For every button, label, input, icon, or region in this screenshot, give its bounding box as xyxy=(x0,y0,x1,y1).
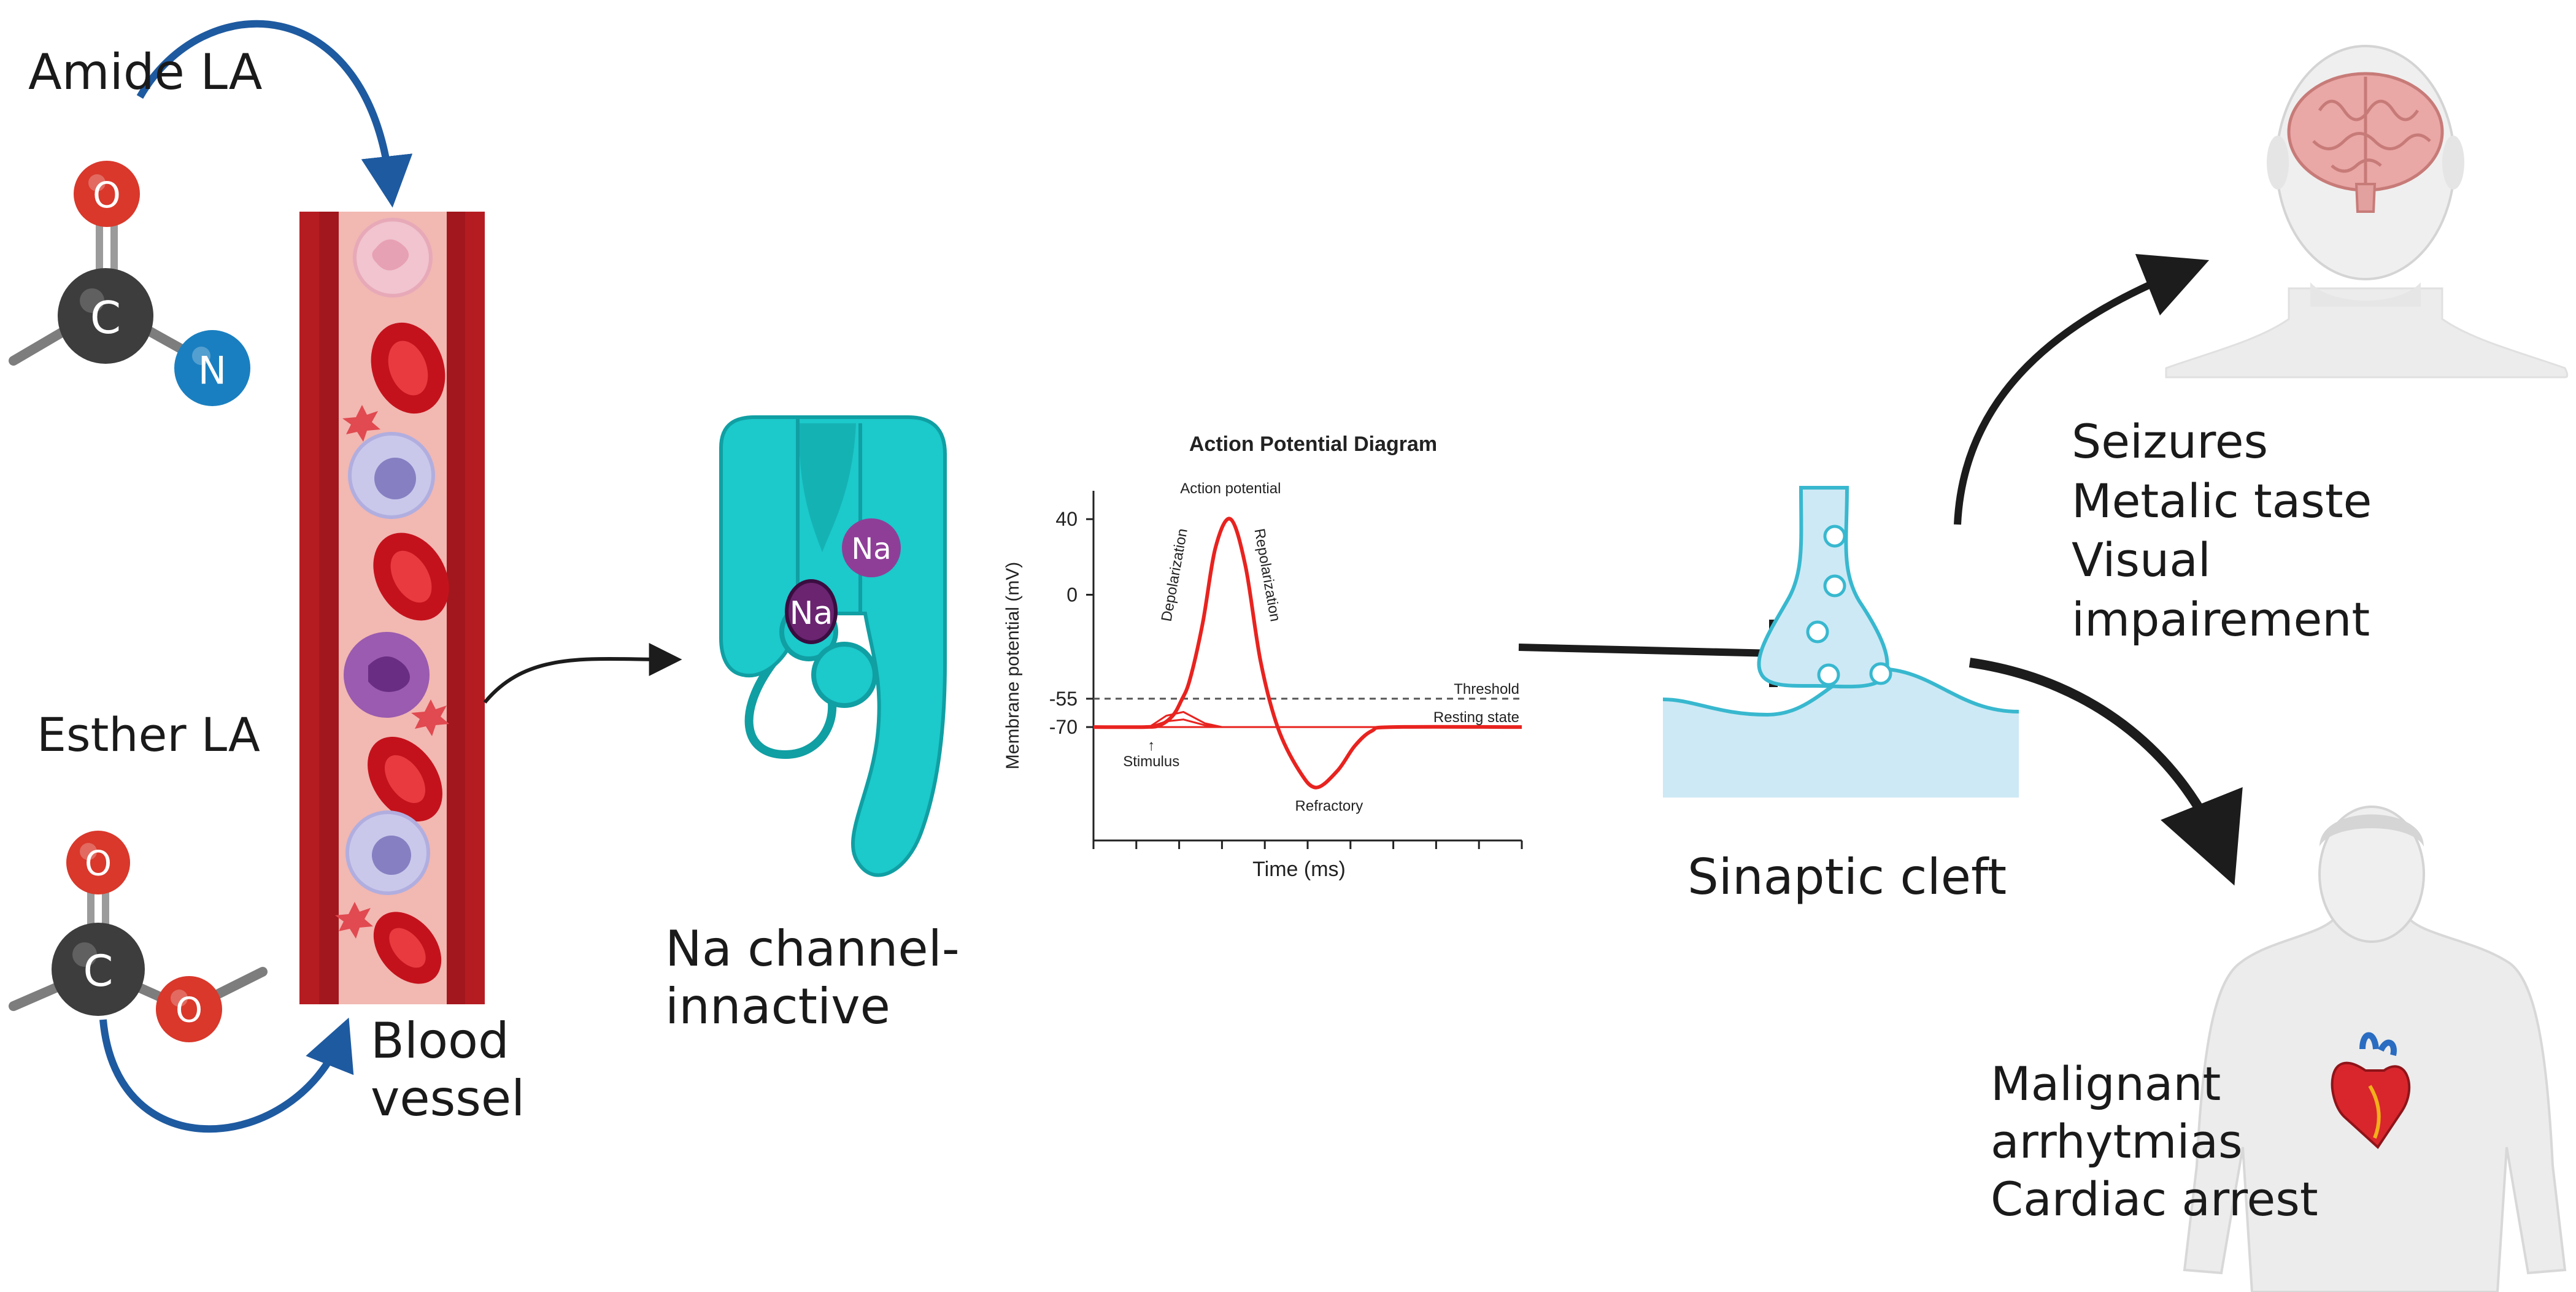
cardiac-effects-list: Malignant arrhytmias Cardiac arrest xyxy=(1991,1055,2318,1229)
cardiac-effect-item: Cardiac arrest xyxy=(1991,1172,2318,1227)
chart-x-axis-label: Time (ms) xyxy=(1252,858,1346,881)
action-potential-trace xyxy=(1093,517,1522,790)
nitrogen-symbol: N xyxy=(198,348,226,393)
lymphocyte-icon xyxy=(348,432,435,519)
ester-molecule-icon: O C O xyxy=(9,831,268,1042)
platelet-icon xyxy=(335,902,373,939)
stimulus-arrow-icon: ↑ xyxy=(1147,737,1155,754)
nitrogen-atom-icon xyxy=(174,330,250,406)
ester-la-label: Esther LA xyxy=(37,707,260,762)
chart-y-axis-label: Membrane potential (mV) xyxy=(1003,562,1023,769)
white-blood-cell-icon xyxy=(353,218,433,298)
synapse-to-brain-arrow xyxy=(1954,253,2210,525)
chart-y-tick-label: 40 xyxy=(1055,508,1078,530)
inhibition-arrow xyxy=(1518,620,1778,687)
blood-vessel-label-line: Blood xyxy=(371,1012,509,1069)
sodium-ion-label: Na xyxy=(790,595,833,632)
oxygen-atom-icon xyxy=(156,976,222,1042)
oxygen-symbol: O xyxy=(85,844,112,884)
red-blood-cell-icon xyxy=(371,322,445,414)
sodium-ion-icon xyxy=(842,518,901,577)
red-blood-cell-icon xyxy=(373,533,449,621)
cns-effect-item: Seizures xyxy=(2072,414,2269,469)
blood-vessel-label-line: vessel xyxy=(371,1069,525,1127)
synapse-to-heart-arrow xyxy=(1969,658,2243,886)
synapse-icon xyxy=(1662,486,2019,798)
cns-effect-item: impairement xyxy=(2072,591,2370,647)
red-blood-cell-icon xyxy=(368,736,442,822)
cns-effect-item: Metalic taste xyxy=(2072,473,2372,528)
resting-state-label: Resting state xyxy=(1433,709,1519,726)
sodium-ion-label: Na xyxy=(851,532,891,566)
red-blood-cell-icon xyxy=(373,912,442,984)
oxygen-atom-icon xyxy=(66,831,130,894)
vessel-to-channel-arrow xyxy=(483,642,682,704)
synaptic-cleft-label: Sinaptic cleft xyxy=(1687,848,2007,906)
carbon-symbol: C xyxy=(90,292,121,344)
platelet-icon xyxy=(342,405,380,442)
peak-annotation: Action potential xyxy=(1180,480,1281,497)
oxygen-symbol: O xyxy=(93,174,121,216)
chart-y-tick-label: -70 xyxy=(1049,716,1078,738)
cardiac-effect-item: arrhytmias xyxy=(1991,1114,2243,1169)
amide-la-label: Amide LA xyxy=(28,44,263,101)
sodium-channel-icon: Na Na xyxy=(719,415,947,877)
amide-molecule-icon: O C N xyxy=(9,161,250,406)
cns-effects-list: Seizures Metalic taste Visual impairemen… xyxy=(2072,412,2372,649)
sodium-ion-icon xyxy=(785,579,838,644)
repolarization-annotation: Repolarization xyxy=(1251,527,1283,623)
carbon-atom-icon xyxy=(58,268,153,364)
na-channel-label-line: Na channel- xyxy=(665,920,960,977)
stimulus-annotation: Stimulus xyxy=(1123,753,1179,770)
amide-entry-arrow xyxy=(136,20,413,208)
na-channel-label: Na channel- innactive xyxy=(665,920,960,1036)
human-head-brain-icon xyxy=(2165,45,2569,379)
carbon-atom-icon xyxy=(52,923,145,1016)
action-potential-chart: Action Potential Diagram Membrane potent… xyxy=(1003,433,1523,881)
blood-vessel-icon xyxy=(299,212,485,1004)
human-torso-heart-icon xyxy=(2183,806,2567,1292)
monocyte-icon xyxy=(344,632,430,718)
carbon-symbol: C xyxy=(83,946,114,996)
refractory-annotation: Refractory xyxy=(1295,798,1363,815)
chart-y-tick-label: 0 xyxy=(1066,583,1078,606)
blood-vessel-label: Blood vessel xyxy=(371,1012,525,1127)
platelet-icon xyxy=(411,699,449,736)
chart-title: Action Potential Diagram xyxy=(1189,433,1437,456)
depolarization-annotation: Depolarization xyxy=(1159,527,1191,623)
oxygen-symbol: O xyxy=(175,991,202,1031)
cns-effect-item: Visual xyxy=(2072,533,2211,588)
subthreshold-trace xyxy=(1148,710,1222,728)
threshold-label: Threshold xyxy=(1454,681,1519,698)
lymphocyte-icon xyxy=(345,810,430,895)
heart-icon xyxy=(2331,1061,2411,1150)
chart-y-tick-label: -55 xyxy=(1049,688,1078,710)
oxygen-atom-icon xyxy=(74,161,140,227)
ester-entry-arrow xyxy=(99,1017,354,1133)
cardiac-effect-item: Malignant xyxy=(1991,1056,2221,1111)
na-channel-label-line: innactive xyxy=(665,978,890,1036)
